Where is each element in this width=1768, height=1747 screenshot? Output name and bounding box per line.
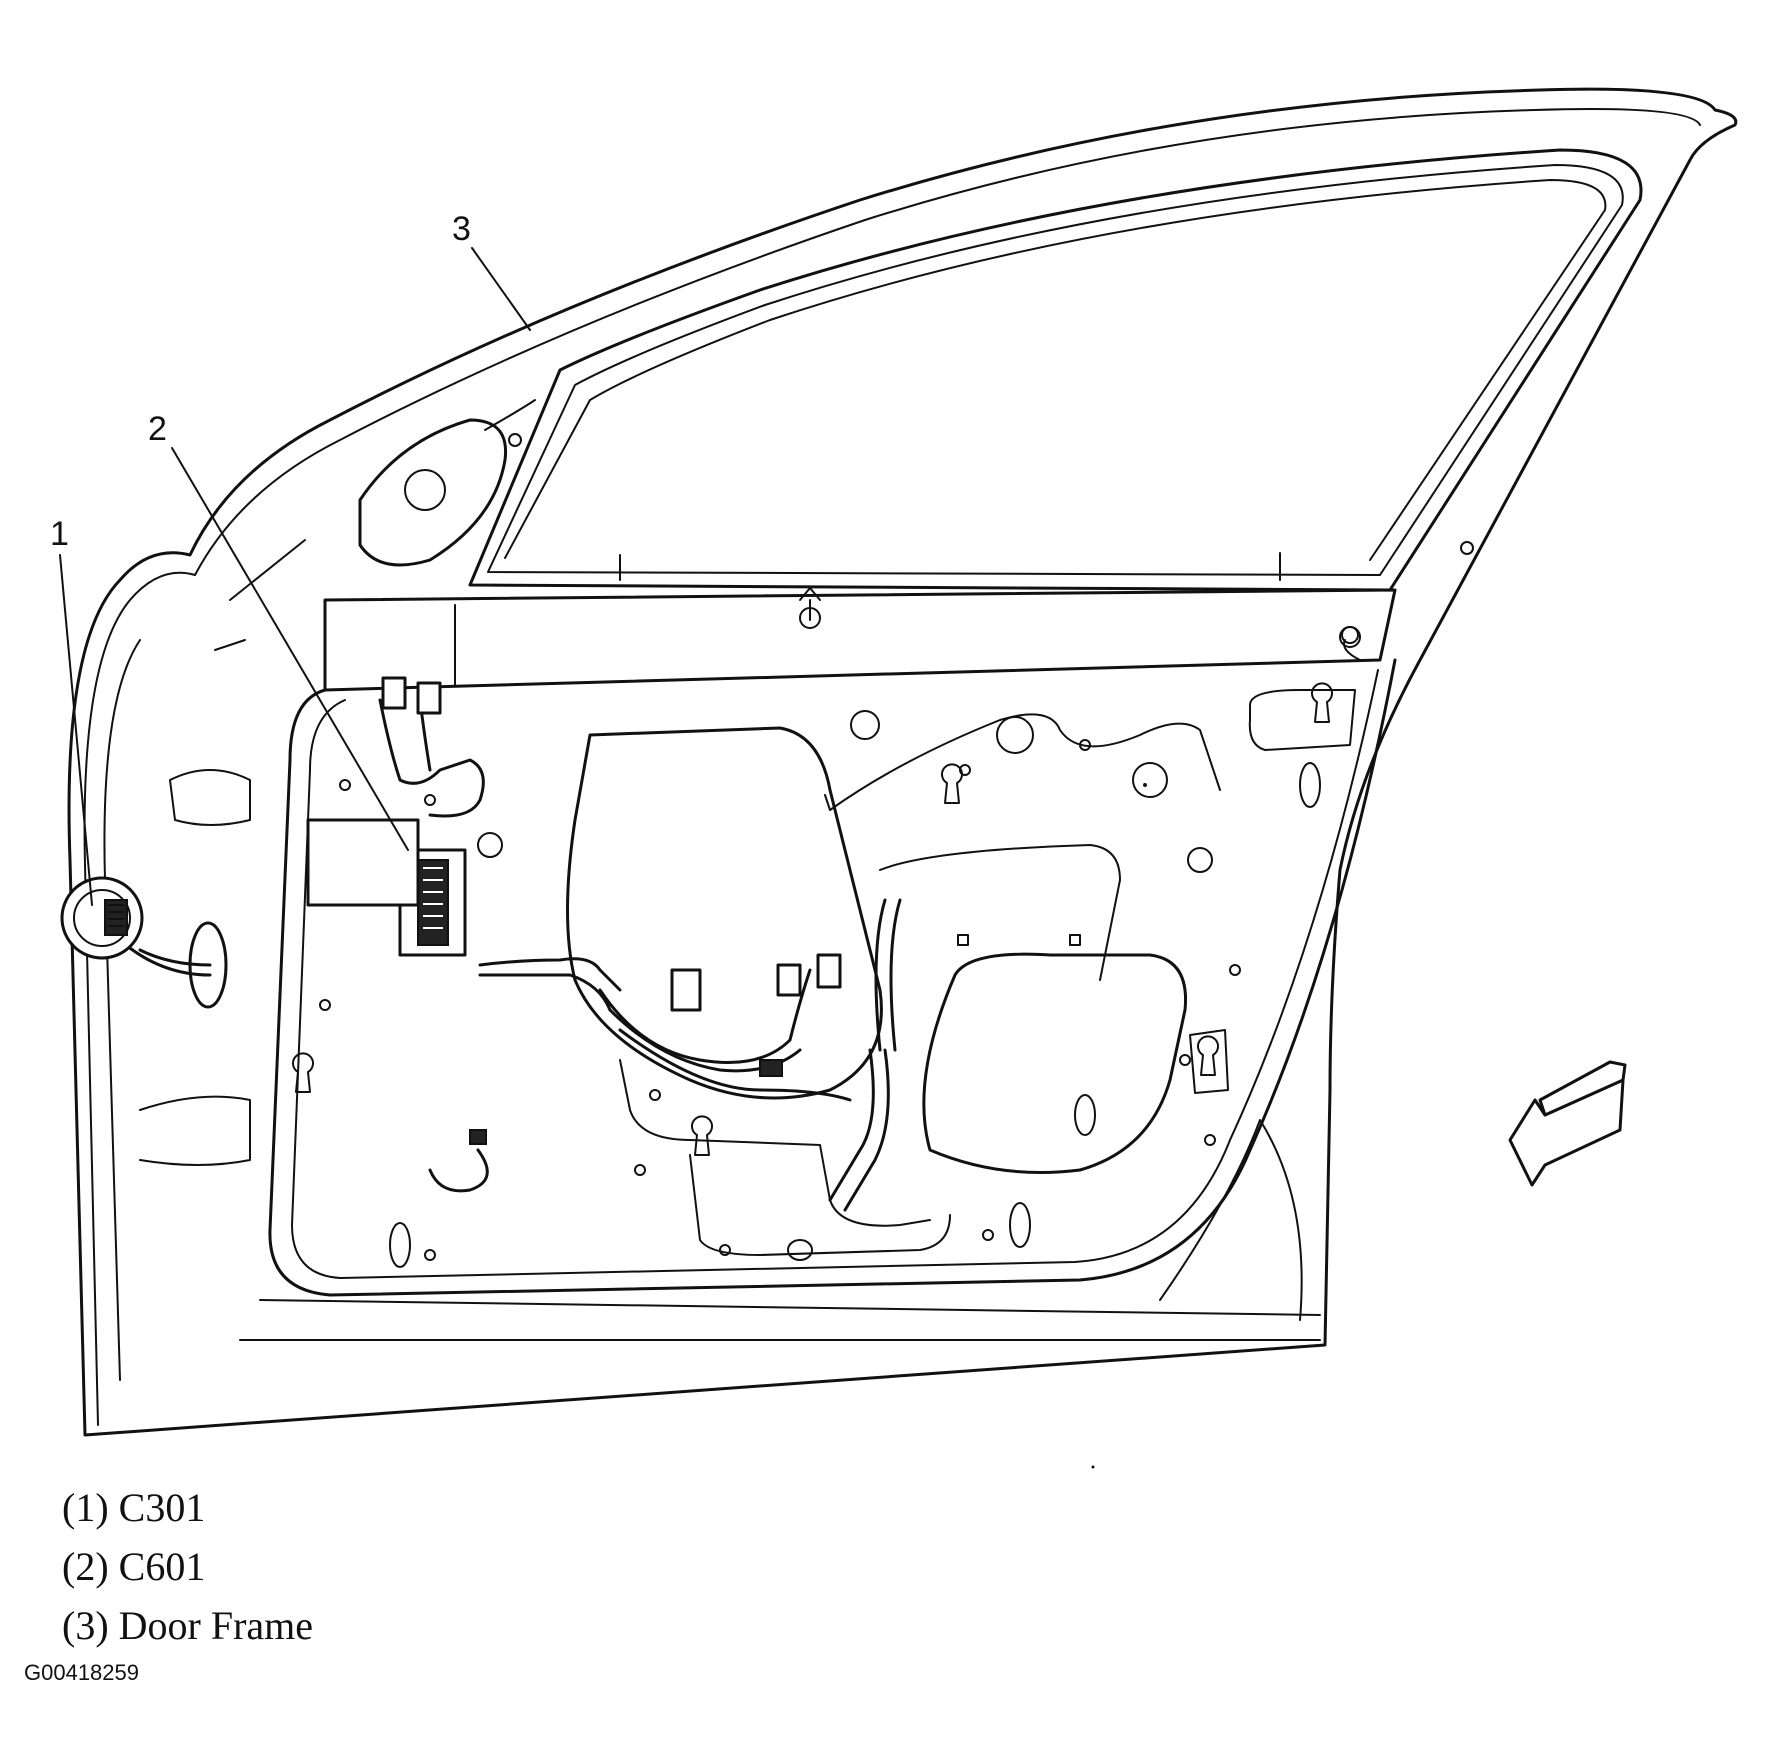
figure-id: G00418259 bbox=[24, 1660, 139, 1685]
connector-c301-icon bbox=[60, 876, 144, 960]
legend: (1) C301 (2) C601 (3) Door Frame bbox=[62, 1478, 313, 1655]
door-frame-drawing bbox=[67, 87, 1738, 1437]
callout-3: 3 bbox=[452, 210, 471, 248]
callout-leaders bbox=[59, 247, 531, 906]
legend-item-c301: (1) C301 bbox=[62, 1485, 206, 1530]
callout-1: 1 bbox=[50, 515, 69, 553]
direction-arrow-icon bbox=[1508, 1060, 1627, 1187]
connector-c601-icon bbox=[306, 818, 467, 957]
legend-item-door-frame: (3) Door Frame bbox=[62, 1603, 314, 1648]
callout-2: 2 bbox=[148, 410, 167, 448]
small-connectors bbox=[381, 676, 842, 1145]
legend-item-c601: (2) C601 bbox=[62, 1544, 206, 1589]
wiring-harness-drawing bbox=[118, 698, 902, 1212]
